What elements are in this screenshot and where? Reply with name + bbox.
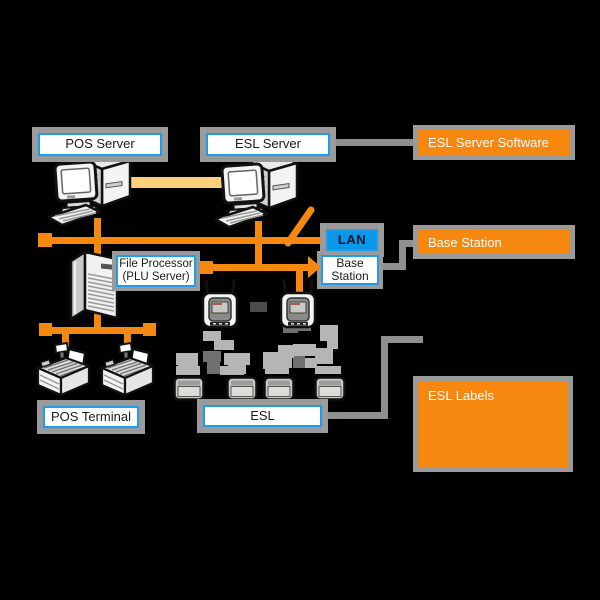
node-label-file-processor: File Processor (PLU Server) xyxy=(116,255,196,287)
connector-esl-labels-h1 xyxy=(322,412,388,419)
pos-terminal-branch-right-cap xyxy=(143,323,156,336)
diagonal-branch-line xyxy=(284,206,315,247)
pos-terminal-branch-line xyxy=(43,327,153,334)
more-units-dash xyxy=(250,302,267,312)
base-station-annotation-label: Base Station xyxy=(428,234,502,250)
base-station-bus-left-cap xyxy=(200,261,213,274)
node-label-esl: ESL xyxy=(203,405,322,427)
connector-base-station-h1 xyxy=(379,263,406,270)
server-to-server-data-band xyxy=(108,177,244,188)
connector-esl-labels-h2 xyxy=(381,336,423,343)
esl-tag-icon-4 xyxy=(314,376,346,401)
esl-tag-icon-3 xyxy=(263,376,295,401)
esl-server-software-label: ESL Server Software xyxy=(428,135,549,150)
lan-trunk-left-cap xyxy=(38,233,52,247)
base-station-arrowhead xyxy=(308,256,321,278)
pos-terminal1-drop-line xyxy=(62,332,69,347)
annotation-base-station: Base Station xyxy=(418,230,570,254)
lan-label: LAN xyxy=(337,231,367,247)
esl-tag-icon-2 xyxy=(226,376,258,401)
base-station-label: Base Station xyxy=(331,255,369,283)
lan-trunk-line xyxy=(43,237,327,244)
file-processor-label: File Processor (PLU Server) xyxy=(119,258,193,283)
connector-esl-labels-v xyxy=(381,336,388,419)
pos-terminal-icon-2 xyxy=(100,341,155,397)
annotation-esl-server-software: ESL Server Software xyxy=(418,130,570,155)
node-label-pos-server: POS Server xyxy=(38,133,162,156)
node-label-lan: LAN xyxy=(326,229,378,251)
connector-esl-server-software xyxy=(330,139,418,146)
base-station2-drop-line xyxy=(296,269,303,296)
esl-labels-label: ESL Labels xyxy=(428,388,495,403)
node-label-base-station: Base Station xyxy=(321,255,379,285)
pos-server-label: POS Server xyxy=(65,136,135,152)
esl-label: ESL xyxy=(250,407,275,423)
base-station-device-icon-1 xyxy=(201,279,239,329)
pos-terminal2-drop-line xyxy=(124,332,131,347)
connector-base-station-h2 xyxy=(399,240,418,247)
esl-server-label: ESL Server xyxy=(235,136,301,152)
pos-terminal-branch-left-cap xyxy=(39,323,52,336)
annotation-esl-labels: ESL Labels xyxy=(418,381,568,467)
radio-signal-pixels-left xyxy=(176,331,250,375)
base-station-bus-line xyxy=(204,264,314,271)
tower-server-icon xyxy=(69,250,119,321)
esl-tag-icon-1 xyxy=(173,376,205,401)
pos-server-computer-icon xyxy=(48,150,132,227)
esl-server-drop-line xyxy=(255,221,262,271)
pos-terminal-icon-1 xyxy=(36,341,91,397)
node-label-pos-terminal: POS Terminal xyxy=(43,406,139,428)
base-station-device-icon-2 xyxy=(279,279,317,329)
esl-server-computer-icon xyxy=(215,152,299,229)
pos-terminal-label: POS Terminal xyxy=(51,408,131,424)
node-label-esl-server: ESL Server xyxy=(206,133,330,156)
connector-base-station-v xyxy=(399,240,406,270)
